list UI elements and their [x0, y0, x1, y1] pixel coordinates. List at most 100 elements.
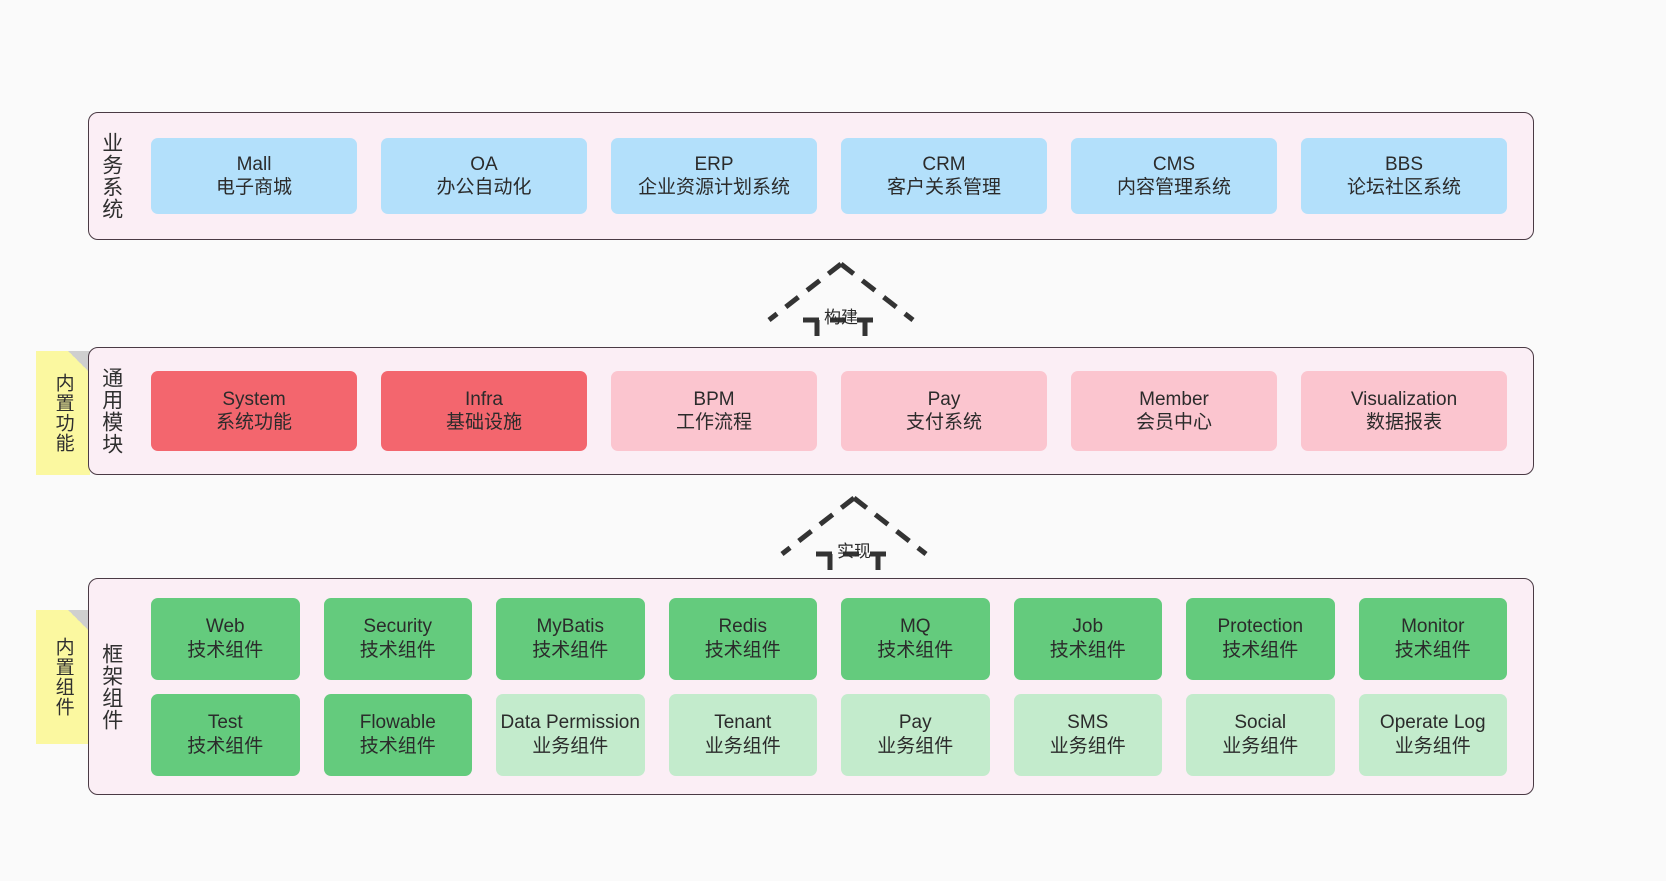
node-system[interactable]: System 系统功能: [151, 371, 357, 451]
node-security[interactable]: Security 技术组件: [323, 597, 472, 680]
node-flowable-title: Flowable: [359, 712, 436, 734]
layer-business-system: 业务系统 Mall 电子商城 OA 办公自动化 ERP 企业资源计划系统 CRM…: [88, 112, 1534, 240]
node-oa-title: OA: [470, 153, 498, 175]
node-crm[interactable]: CRM 客户关系管理: [841, 138, 1047, 214]
node-crm-title: CRM: [922, 153, 966, 175]
node-member-title: Member: [1139, 388, 1209, 410]
sticky-note-builtin-feature-label: 内置功能: [52, 373, 74, 453]
business-row: Mall 电子商城 OA 办公自动化 ERP 企业资源计划系统 CRM 客户关系…: [139, 138, 1519, 214]
node-tenant[interactable]: Tenant 业务组件: [668, 693, 817, 776]
node-visualization-sub: 数据报表: [1365, 412, 1442, 433]
arrow-build-glyph: [767, 262, 915, 350]
node-monitor-sub: 技术组件: [1394, 639, 1471, 661]
node-mybatis-title: MyBatis: [536, 616, 605, 638]
node-flowable[interactable]: Flowable 技术组件: [323, 693, 472, 776]
node-monitor[interactable]: Monitor 技术组件: [1358, 597, 1507, 680]
node-infra-sub: 基础设施: [445, 412, 522, 433]
node-security-title: Security: [363, 616, 433, 638]
node-infra[interactable]: Infra 基础设施: [381, 371, 587, 451]
node-social-title: Social: [1234, 712, 1287, 734]
node-pay-component[interactable]: Pay 业务组件: [841, 693, 990, 776]
node-monitor-title: Monitor: [1401, 616, 1465, 638]
node-erp-title: ERP: [694, 153, 734, 175]
layer-framework-component-label: 框架组件: [99, 642, 123, 731]
node-bbs[interactable]: BBS 论坛社区系统: [1301, 138, 1507, 214]
node-flowable-sub: 技术组件: [359, 735, 436, 757]
node-operate-log[interactable]: Operate Log 业务组件: [1358, 693, 1507, 776]
node-job[interactable]: Job 技术组件: [1013, 597, 1162, 680]
layer-common-module: 通用模块 System 系统功能 Infra 基础设施 BPM 工作流程 Pay…: [88, 347, 1534, 475]
sticky-fold-corner-icon: [68, 351, 90, 373]
node-visualization[interactable]: Visualization 数据报表: [1301, 371, 1507, 451]
layer-common-module-body: System 系统功能 Infra 基础设施 BPM 工作流程 Pay 支付系统…: [133, 348, 1533, 474]
node-cms-sub: 内容管理系统: [1116, 177, 1231, 198]
sticky-note-builtin-component: 内置组件: [36, 610, 90, 744]
node-redis-sub: 技术组件: [704, 639, 781, 661]
node-visualization-title: Visualization: [1350, 388, 1458, 410]
node-sms-title: SMS: [1067, 712, 1109, 734]
common-row: System 系统功能 Infra 基础设施 BPM 工作流程 Pay 支付系统…: [139, 371, 1519, 451]
node-bpm-sub: 工作流程: [675, 412, 752, 433]
node-mq[interactable]: MQ 技术组件: [841, 597, 990, 680]
node-bbs-title: BBS: [1384, 153, 1424, 175]
layer-common-module-label: 通用模块: [99, 367, 123, 455]
node-erp[interactable]: ERP 企业资源计划系统: [611, 138, 817, 214]
node-oa[interactable]: OA 办公自动化: [381, 138, 587, 214]
node-mq-title: MQ: [899, 616, 931, 638]
node-erp-sub: 企业资源计划系统: [637, 177, 790, 198]
node-mybatis[interactable]: MyBatis 技术组件: [496, 597, 645, 680]
node-pay-component-title: Pay: [898, 712, 932, 734]
node-data-permission[interactable]: Data Permission 业务组件: [496, 693, 645, 776]
node-security-sub: 技术组件: [359, 639, 436, 661]
node-web-title: Web: [205, 616, 245, 638]
arrow-realize-glyph: [780, 496, 928, 584]
node-protection-title: Protection: [1217, 616, 1304, 638]
node-infra-title: Infra: [464, 388, 504, 410]
node-mall-title: Mall: [236, 153, 272, 175]
node-cms[interactable]: CMS 内容管理系统: [1071, 138, 1277, 214]
node-redis-title: Redis: [718, 616, 768, 638]
node-pay-module[interactable]: Pay 支付系统: [841, 371, 1047, 451]
node-test[interactable]: Test 技术组件: [151, 693, 300, 776]
layer-framework-component: 框架组件 Web 技术组件 Security 技术组件 MyBatis 技术组件…: [88, 578, 1534, 795]
framework-row-tech: Web 技术组件 Security 技术组件 MyBatis 技术组件 Redi…: [139, 597, 1519, 680]
layer-framework-component-body: Web 技术组件 Security 技术组件 MyBatis 技术组件 Redi…: [133, 579, 1533, 794]
arrow-realize-label: 实现: [837, 542, 871, 561]
node-mall[interactable]: Mall 电子商城: [151, 138, 357, 214]
node-tenant-sub: 业务组件: [704, 735, 781, 757]
node-member-sub: 会员中心: [1135, 412, 1212, 433]
node-cms-title: CMS: [1152, 153, 1196, 175]
node-mq-sub: 技术组件: [877, 639, 954, 661]
node-bpm[interactable]: BPM 工作流程: [611, 371, 817, 451]
arrow-build-label: 构建: [824, 308, 858, 327]
node-member[interactable]: Member 会员中心: [1071, 371, 1277, 451]
node-web[interactable]: Web 技术组件: [151, 597, 300, 680]
node-pay-module-title: Pay: [927, 388, 961, 410]
node-bpm-title: BPM: [693, 388, 735, 410]
node-social[interactable]: Social 业务组件: [1186, 693, 1335, 776]
node-test-title: Test: [207, 712, 243, 734]
node-test-sub: 技术组件: [187, 735, 264, 757]
node-data-permission-title: Data Permission: [500, 712, 640, 734]
node-job-sub: 技术组件: [1049, 639, 1126, 661]
node-protection[interactable]: Protection 技术组件: [1186, 597, 1335, 680]
node-tenant-title: Tenant: [714, 712, 772, 734]
node-mybatis-sub: 技术组件: [532, 639, 609, 661]
node-pay-component-sub: 业务组件: [877, 735, 954, 757]
framework-row-biz: Test 技术组件 Flowable 技术组件 Data Permission …: [139, 693, 1519, 776]
arrow-build: 构建: [753, 258, 929, 350]
node-operate-log-sub: 业务组件: [1394, 735, 1471, 757]
node-sms-sub: 业务组件: [1049, 735, 1126, 757]
arrow-realize: 实现: [766, 492, 942, 584]
sticky-note-builtin-component-label: 内置组件: [52, 637, 74, 717]
node-social-sub: 业务组件: [1222, 735, 1299, 757]
node-redis[interactable]: Redis 技术组件: [668, 597, 817, 680]
node-operate-log-title: Operate Log: [1379, 712, 1486, 734]
node-crm-sub: 客户关系管理: [886, 177, 1001, 198]
node-system-title: System: [222, 388, 286, 410]
node-web-sub: 技术组件: [187, 639, 264, 661]
node-mall-sub: 电子商城: [215, 177, 292, 198]
sticky-note-builtin-feature: 内置功能: [36, 351, 90, 475]
node-sms[interactable]: SMS 业务组件: [1013, 693, 1162, 776]
